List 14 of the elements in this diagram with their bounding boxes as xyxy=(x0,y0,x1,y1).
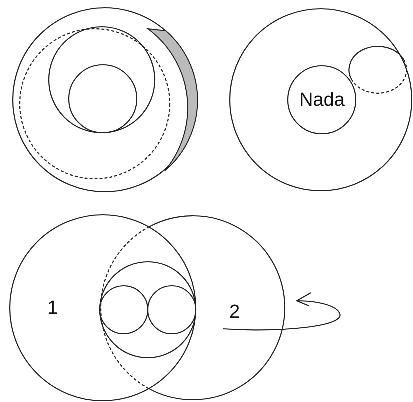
circle-label: 1 xyxy=(48,298,58,318)
circle-label: 2 xyxy=(230,302,240,322)
circle-outline xyxy=(100,286,148,334)
circle-label: Nada xyxy=(300,90,345,110)
circle-outline xyxy=(13,8,197,192)
circle-outline xyxy=(101,216,285,400)
circle-outline xyxy=(148,286,196,334)
circle-outline xyxy=(49,27,155,133)
circle-outline xyxy=(288,66,356,134)
circle-outline xyxy=(69,65,137,133)
circle-outline xyxy=(100,262,196,358)
circle-outline xyxy=(230,9,412,191)
circle-outline xyxy=(10,215,196,401)
shaded-crescent xyxy=(146,28,198,172)
